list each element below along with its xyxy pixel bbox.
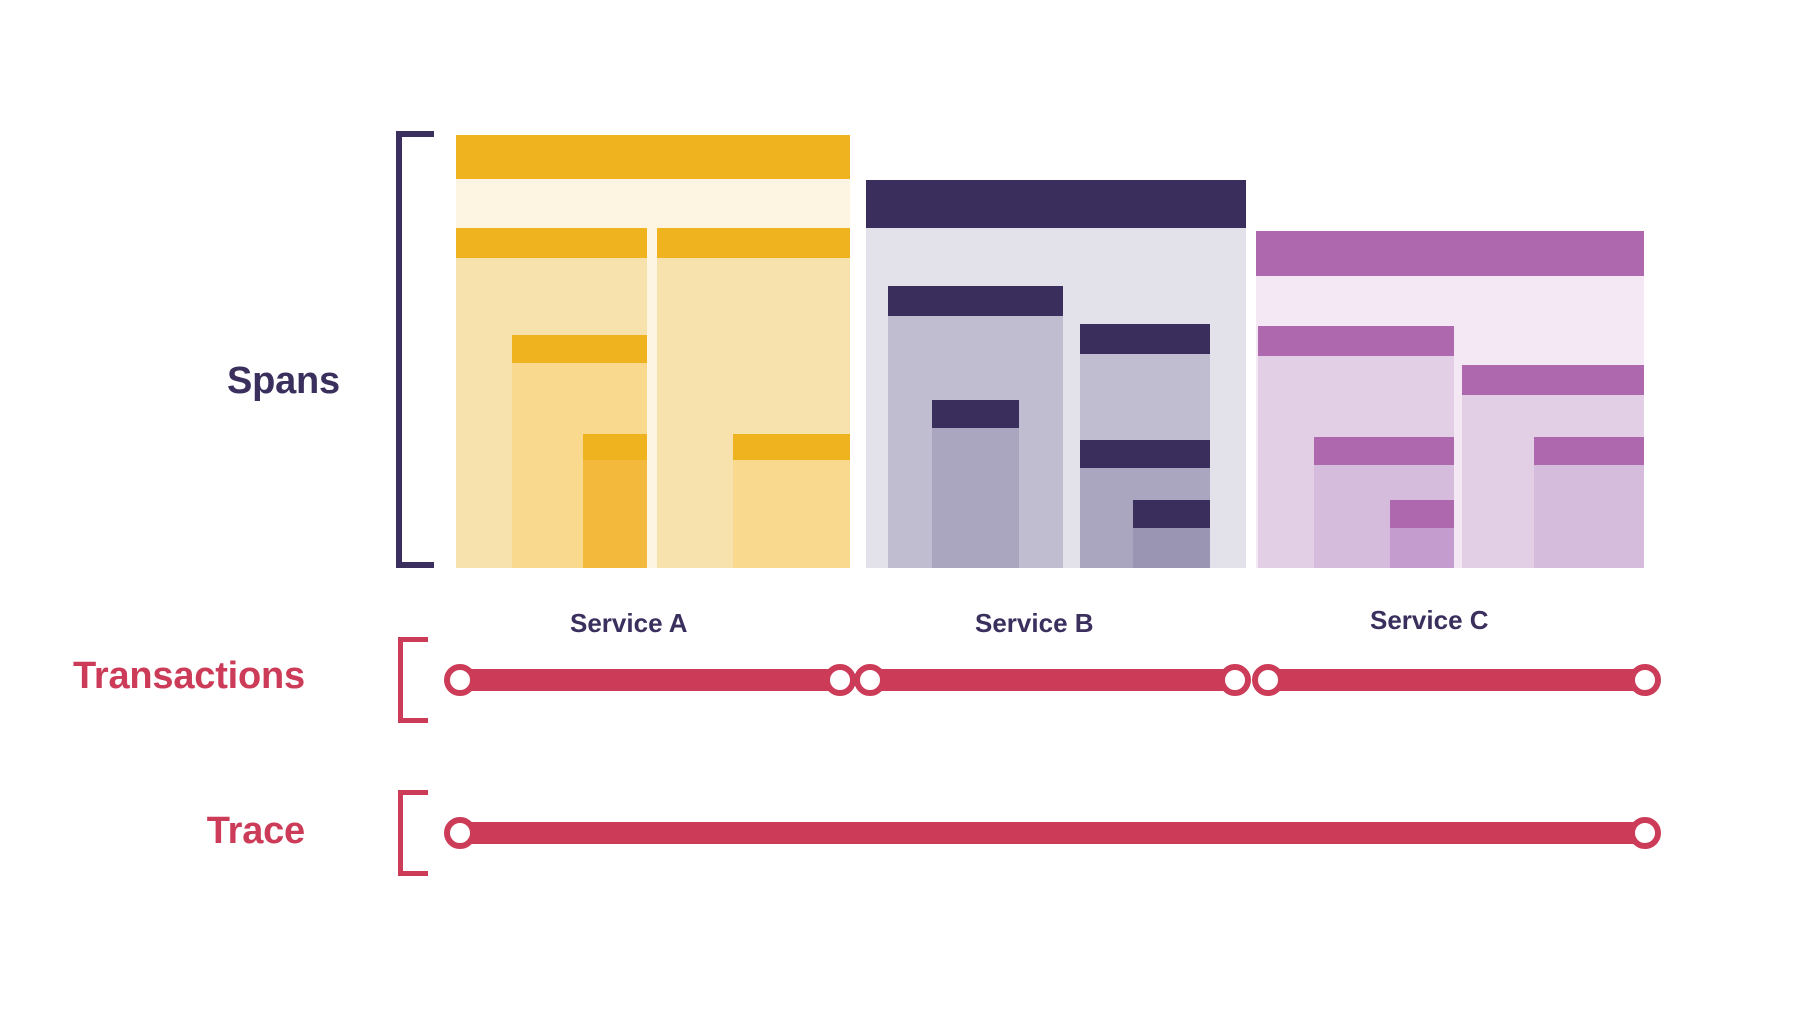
service-caption-b: Service B [975, 608, 1094, 638]
span-bar-body [1133, 528, 1210, 568]
span-bar-header [1390, 500, 1454, 528]
span-bar-header [512, 335, 647, 363]
span-bar-body [583, 460, 647, 568]
span-bar-a-grandchild-2[interactable] [583, 434, 647, 568]
bracket-spans-shape [396, 131, 434, 568]
span-bar-b-grandchild-1[interactable] [932, 400, 1019, 568]
bracket-spans [396, 131, 434, 568]
bracket-transactions [398, 637, 428, 723]
span-bar-header [657, 228, 850, 258]
span-bar-header [1133, 500, 1210, 528]
bracket-transactions-shape [398, 637, 428, 723]
transaction-endpoint-2-start[interactable] [854, 664, 886, 696]
transaction-line-2[interactable] [870, 669, 1235, 691]
row-label-trace: Trace [206, 810, 306, 852]
row-label-spans: Spans [226, 360, 340, 402]
span-bar-header [932, 400, 1019, 428]
span-bar-a-grandchild-3[interactable] [733, 434, 850, 568]
spans-waterfall [456, 135, 1644, 568]
span-bar-c-grandchild-2[interactable] [1534, 437, 1644, 568]
span-bar-header [1256, 231, 1644, 276]
row-label-transactions: Transactions [72, 655, 305, 697]
span-bar-b-grandchild-3[interactable] [1133, 500, 1210, 568]
span-bar-header [456, 228, 647, 258]
transaction-endpoint-3-end[interactable] [1629, 664, 1661, 696]
span-bar-header [888, 286, 1063, 316]
span-bar-body [932, 428, 1019, 568]
span-bar-header [866, 180, 1246, 228]
span-bar-header [1462, 365, 1644, 395]
transaction-line-3[interactable] [1268, 669, 1645, 691]
span-bar-header [456, 135, 850, 179]
transaction-endpoint-1-start[interactable] [444, 664, 476, 696]
trace-line-1[interactable] [460, 822, 1645, 844]
trace-endpoint-1-start[interactable] [444, 817, 476, 849]
service-caption-c: Service C [1370, 605, 1489, 635]
trace-timeline [0, 817, 1800, 854]
trace-endpoint-1-end[interactable] [1629, 817, 1661, 849]
span-bar-header [1534, 437, 1644, 465]
transaction-endpoint-2-end[interactable] [1219, 664, 1251, 696]
span-bar-header [583, 434, 647, 460]
bracket-trace [398, 790, 428, 876]
transaction-line-1[interactable] [460, 669, 840, 691]
service-caption-a: Service A [570, 608, 688, 638]
span-bar-body [733, 460, 850, 568]
span-bar-header [1080, 324, 1210, 354]
span-bar-header [1080, 440, 1210, 468]
span-bar-body [1534, 465, 1644, 568]
transaction-endpoint-3-start[interactable] [1252, 664, 1284, 696]
span-bar-header [733, 434, 850, 460]
span-bar-header [1258, 326, 1454, 356]
span-bar-c-grandchild-3[interactable] [1390, 500, 1454, 568]
transactions-timeline [0, 664, 1800, 701]
transaction-endpoint-1-end[interactable] [824, 664, 856, 696]
span-bar-header [1314, 437, 1454, 465]
bracket-trace-shape [398, 790, 428, 876]
span-bar-body [1390, 528, 1454, 568]
